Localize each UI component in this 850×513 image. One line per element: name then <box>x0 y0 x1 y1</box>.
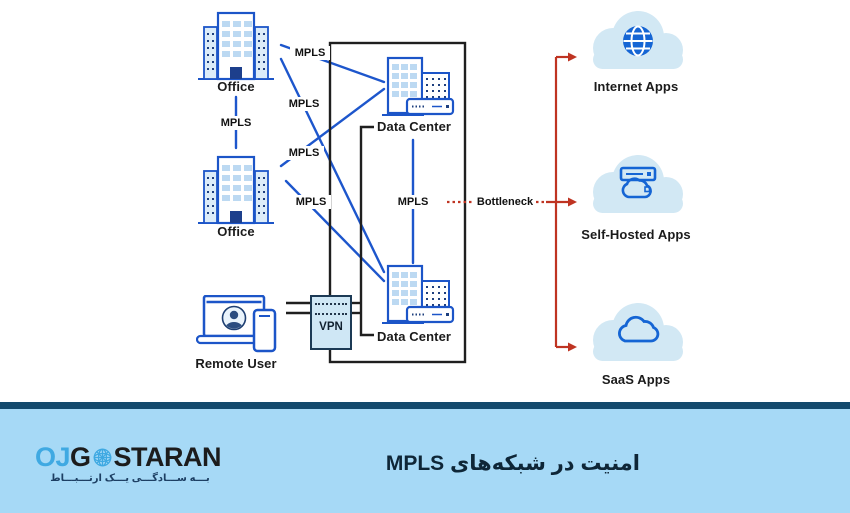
internet-apps-cloud <box>581 7 691 76</box>
hosted-server-icon <box>619 166 657 199</box>
mpls-label-datacenters: MPLS <box>393 195 433 209</box>
datacenter1-label: Data Center <box>377 119 452 134</box>
footer-divider-strip <box>0 402 850 409</box>
logo-text-g: G <box>70 442 91 472</box>
globe-icon <box>623 25 653 57</box>
logo-orb-icon <box>93 448 111 466</box>
cloud-shape <box>593 11 683 69</box>
cloud-shape <box>593 303 683 361</box>
self-hosted-apps-label: Self-Hosted Apps <box>581 227 691 242</box>
cloud-icon <box>618 315 660 343</box>
office-building-icon <box>198 11 274 81</box>
laptop-phone-icon <box>195 294 277 353</box>
office2-label: Office <box>217 224 255 239</box>
office1-label: Office <box>217 79 255 94</box>
logo-tagline: بـــه ســـادگـــی یـــک ارتـــبـــاط <box>50 473 210 484</box>
arrowhead-saas <box>568 342 577 352</box>
office1-icon <box>197 6 275 87</box>
vpn-node: VPN <box>310 295 352 350</box>
saas-apps-label: SaaS Apps <box>601 372 671 387</box>
logo-text-staran: STARAN <box>113 442 222 472</box>
saas-apps-cloud <box>581 299 691 368</box>
logo-text-oj: OJ <box>35 442 71 472</box>
datacenter-building-icon <box>382 264 455 324</box>
bottleneck-path <box>447 55 568 349</box>
datacenter-bracket <box>359 125 374 337</box>
user-avatar-icon <box>224 310 244 329</box>
datacenter2-icon <box>382 264 456 332</box>
vpn-tunnel-line-top <box>315 303 347 305</box>
vpn-label: VPN <box>319 321 343 333</box>
mpls-label-1: MPLS <box>290 46 330 60</box>
arrowhead-internet <box>568 52 577 62</box>
datacenter-building-icon <box>382 56 455 116</box>
network-diagram: VPN <box>195 6 691 387</box>
mpls-label-3: MPLS <box>284 146 324 160</box>
self-hosted-apps-cloud <box>581 151 691 220</box>
arrowheads <box>568 52 577 352</box>
internet-apps-label: Internet Apps <box>593 79 679 94</box>
datacenter1-icon <box>382 56 456 124</box>
phone-icon <box>252 308 277 353</box>
office-building-icon <box>198 155 274 225</box>
link-office1-dc2 <box>279 57 386 274</box>
arrowhead-selfhosted <box>568 197 577 207</box>
remote-user-label: Remote User <box>195 356 277 371</box>
mpls-label-4: MPLS <box>291 195 331 209</box>
datacenter2-label: Data Center <box>377 329 452 344</box>
cloud-shape <box>593 155 683 213</box>
office2-icon <box>197 150 275 231</box>
banner-title: امنیت در شبکه‌های MPLS <box>385 452 640 475</box>
remote-user-icon <box>195 294 280 358</box>
bottleneck-label: Bottleneck <box>475 195 535 209</box>
vpn-tunnel-line-bottom <box>315 313 347 315</box>
mpls-label-2: MPLS <box>284 97 324 111</box>
mpls-label-offices: MPLS <box>216 116 256 130</box>
